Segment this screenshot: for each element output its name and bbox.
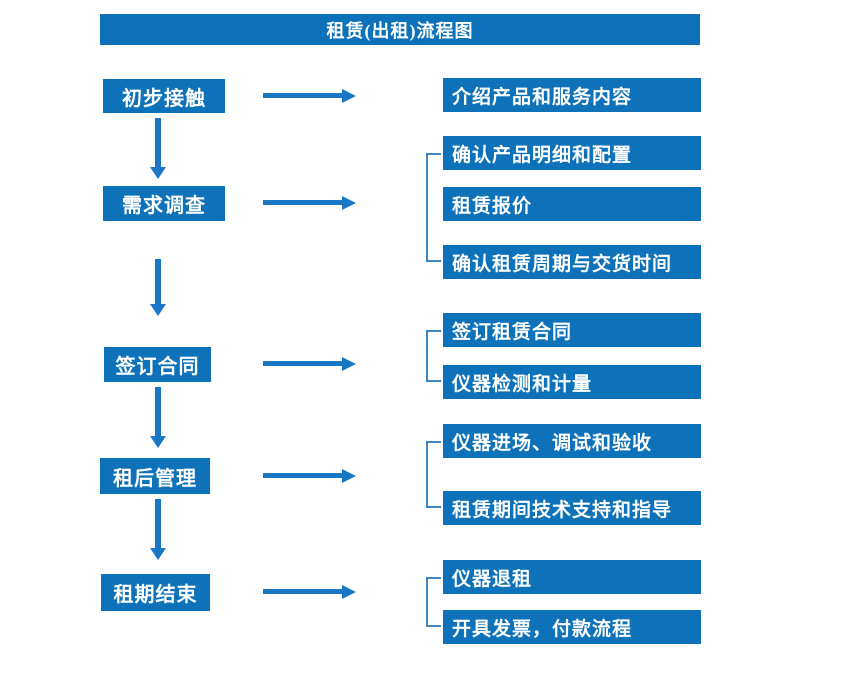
detail-box-intro-products: 介绍产品和服务内容 [443, 78, 701, 112]
right-arrow-1 [263, 89, 356, 103]
stage-box-rental-end: 租期结束 [101, 574, 210, 611]
detail-box-tech-support: 租赁期间技术支持和指导 [443, 491, 701, 525]
detail-box-invoice-payment: 开具发票，付款流程 [443, 610, 701, 644]
detail-box-instrument-setup: 仪器进场、调试和验收 [443, 424, 701, 458]
right-arrow-5 [263, 585, 356, 599]
down-arrow-1 [150, 118, 166, 179]
right-arrow-2 [263, 196, 356, 210]
detail-box-rental-quote: 租赁报价 [443, 187, 701, 221]
stage-box-sign-contract: 签订合同 [104, 347, 211, 382]
group-bracket-sign-contract [426, 330, 441, 382]
down-arrow-4 [150, 499, 166, 560]
detail-box-sign-rental-contract: 签订租赁合同 [443, 313, 701, 347]
flowchart-title: 租赁(出租)流程图 [100, 14, 700, 45]
detail-box-instrument-return: 仪器退租 [443, 560, 701, 594]
down-arrow-2 [150, 259, 166, 316]
stage-box-initial-contact: 初步接触 [103, 79, 225, 113]
right-arrow-3 [263, 357, 356, 371]
down-arrow-3 [150, 387, 166, 448]
stage-box-post-rental-management: 租后管理 [100, 458, 210, 494]
stage-box-demand-survey: 需求调查 [103, 186, 225, 221]
detail-box-confirm-period: 确认租赁周期与交货时间 [443, 245, 701, 279]
detail-box-instrument-testing: 仪器检测和计量 [443, 365, 701, 399]
group-bracket-post-rental [426, 441, 441, 508]
group-bracket-demand-survey [426, 153, 441, 262]
detail-box-confirm-config: 确认产品明细和配置 [443, 136, 701, 170]
group-bracket-rental-end [426, 577, 441, 627]
right-arrow-4 [263, 469, 356, 483]
